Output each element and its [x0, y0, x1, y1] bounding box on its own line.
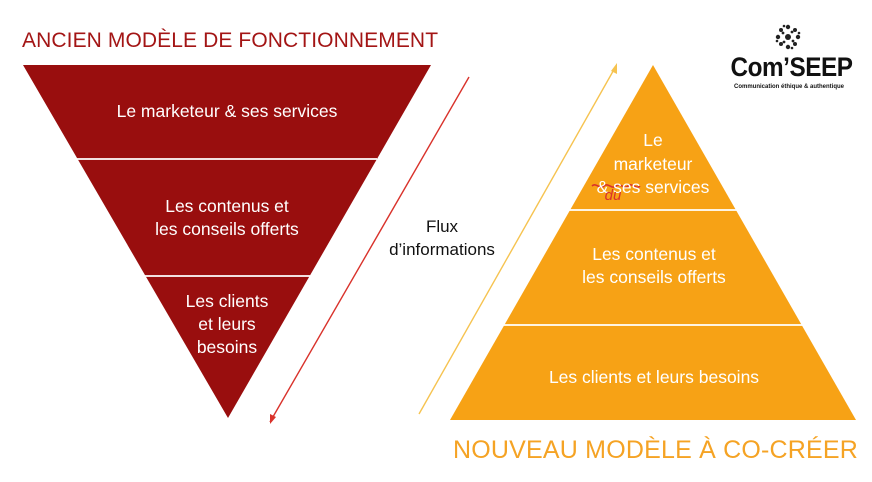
up-flow-arrow: [418, 63, 617, 415]
flow-label: Flux d’informations: [389, 217, 495, 259]
logo-tagline: Communication éthique & authentique: [733, 84, 844, 90]
comseep-logo: Com’SEEP Communication éthique & authent…: [724, 18, 854, 96]
logo-name: Com’SEEP: [730, 52, 853, 82]
new-model-title: NOUVEAU MODÈLE À CO-CRÉER: [453, 436, 859, 464]
old-layer-content: Les contenus et les conseils offerts: [155, 196, 299, 239]
strikethrough-scribble: [591, 184, 641, 188]
old-model-title: ANCIEN MODÈLE DE FONCTIONNEMENT: [22, 29, 439, 52]
down-flow-arrow: [269, 76, 470, 424]
logo-swirl-icon: [775, 24, 801, 50]
new-layer-content: Les contenus et les conseils offerts: [582, 244, 726, 287]
new-layer-marketer: Le marketeur & ses services: [596, 130, 710, 197]
old-layer-marketer: Le marketeur & ses services: [116, 101, 338, 121]
old-layer-clients: Les clients et leurs besoins: [185, 291, 269, 357]
new-pyramid: [450, 65, 856, 420]
old-pyramid: [23, 65, 431, 418]
new-layer-clients: Les clients et leurs besoins: [548, 367, 760, 387]
handwritten-note: du: [604, 187, 622, 204]
